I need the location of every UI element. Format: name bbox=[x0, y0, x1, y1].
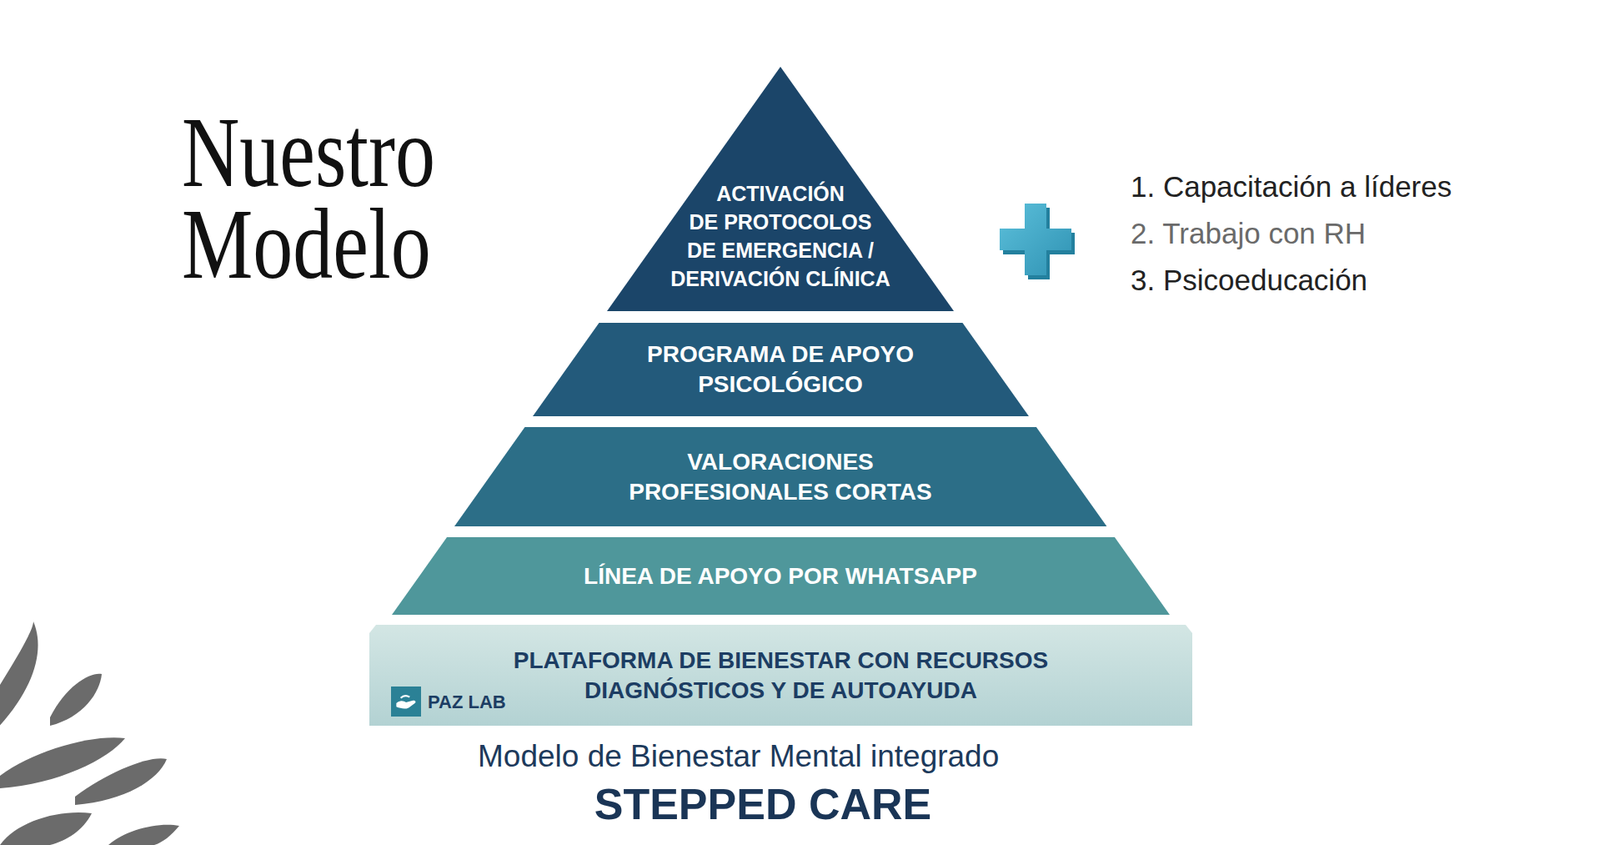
band-fill bbox=[391, 536, 1170, 615]
logo-square bbox=[391, 686, 422, 717]
pyramid-band: VALORACIONES PROFESIONALES CORTAS bbox=[454, 426, 1107, 527]
list-item: 1. Capacitación a líderes bbox=[1130, 163, 1452, 211]
band-label: LÍNEA DE APOYO POR WHATSAPP bbox=[583, 561, 978, 592]
page-title: Nuestro Modelo bbox=[181, 106, 462, 291]
band-fill bbox=[606, 66, 954, 311]
band-fill bbox=[454, 426, 1107, 527]
band-shape bbox=[532, 322, 1029, 417]
caption: Modelo de Bienestar Mental integrado bbox=[477, 738, 979, 774]
pyramid-band: ACTIVACIÓN DE PROTOCOLOS DE EMERGENCIA /… bbox=[606, 66, 954, 311]
model-name: STEPPED CARE bbox=[512, 778, 1014, 829]
band-label: ACTIVACIÓN DE PROTOCOLOS DE EMERGENCIA /… bbox=[606, 179, 954, 293]
logo-stroke bbox=[401, 695, 411, 698]
logo-icon bbox=[391, 686, 422, 717]
band-fill bbox=[369, 624, 1193, 726]
band-content: VALORACIONES PROFESIONALES CORTAS bbox=[454, 426, 1107, 527]
logo-hand bbox=[396, 700, 416, 709]
band-content: PROGRAMA DE APOYO PSICOLÓGICO bbox=[532, 322, 1029, 417]
band-label: VALORACIONES PROFESIONALES CORTAS bbox=[584, 446, 977, 507]
extras-list: 1. Capacitación a líderes 2. Trabajo con… bbox=[1130, 163, 1452, 304]
list-item: 3. Psicoeducación bbox=[1130, 256, 1452, 304]
pyramid-band: PLATAFORMA DE BIENESTAR CON RECURSOS DIA… bbox=[369, 624, 1193, 726]
logo-text: PAZ LAB bbox=[427, 691, 507, 713]
band-label: PROGRAMA DE APOYO PSICOLÓGICO bbox=[638, 339, 923, 400]
band-shape bbox=[454, 426, 1107, 527]
band-fill bbox=[532, 322, 1029, 417]
band-label: PLATAFORMA DE BIENESTAR CON RECURSOS DIA… bbox=[472, 645, 1090, 706]
plus-icon bbox=[999, 203, 1075, 280]
pyramid-band: PROGRAMA DE APOYO PSICOLÓGICO bbox=[532, 322, 1029, 417]
list-item: 2. Trabajo con RH bbox=[1130, 210, 1452, 257]
band-content: LÍNEA DE APOYO POR WHATSAPP bbox=[391, 536, 1170, 615]
pyramid-band: LÍNEA DE APOYO POR WHATSAPP bbox=[391, 536, 1170, 615]
leaf-decoration bbox=[0, 621, 180, 845]
